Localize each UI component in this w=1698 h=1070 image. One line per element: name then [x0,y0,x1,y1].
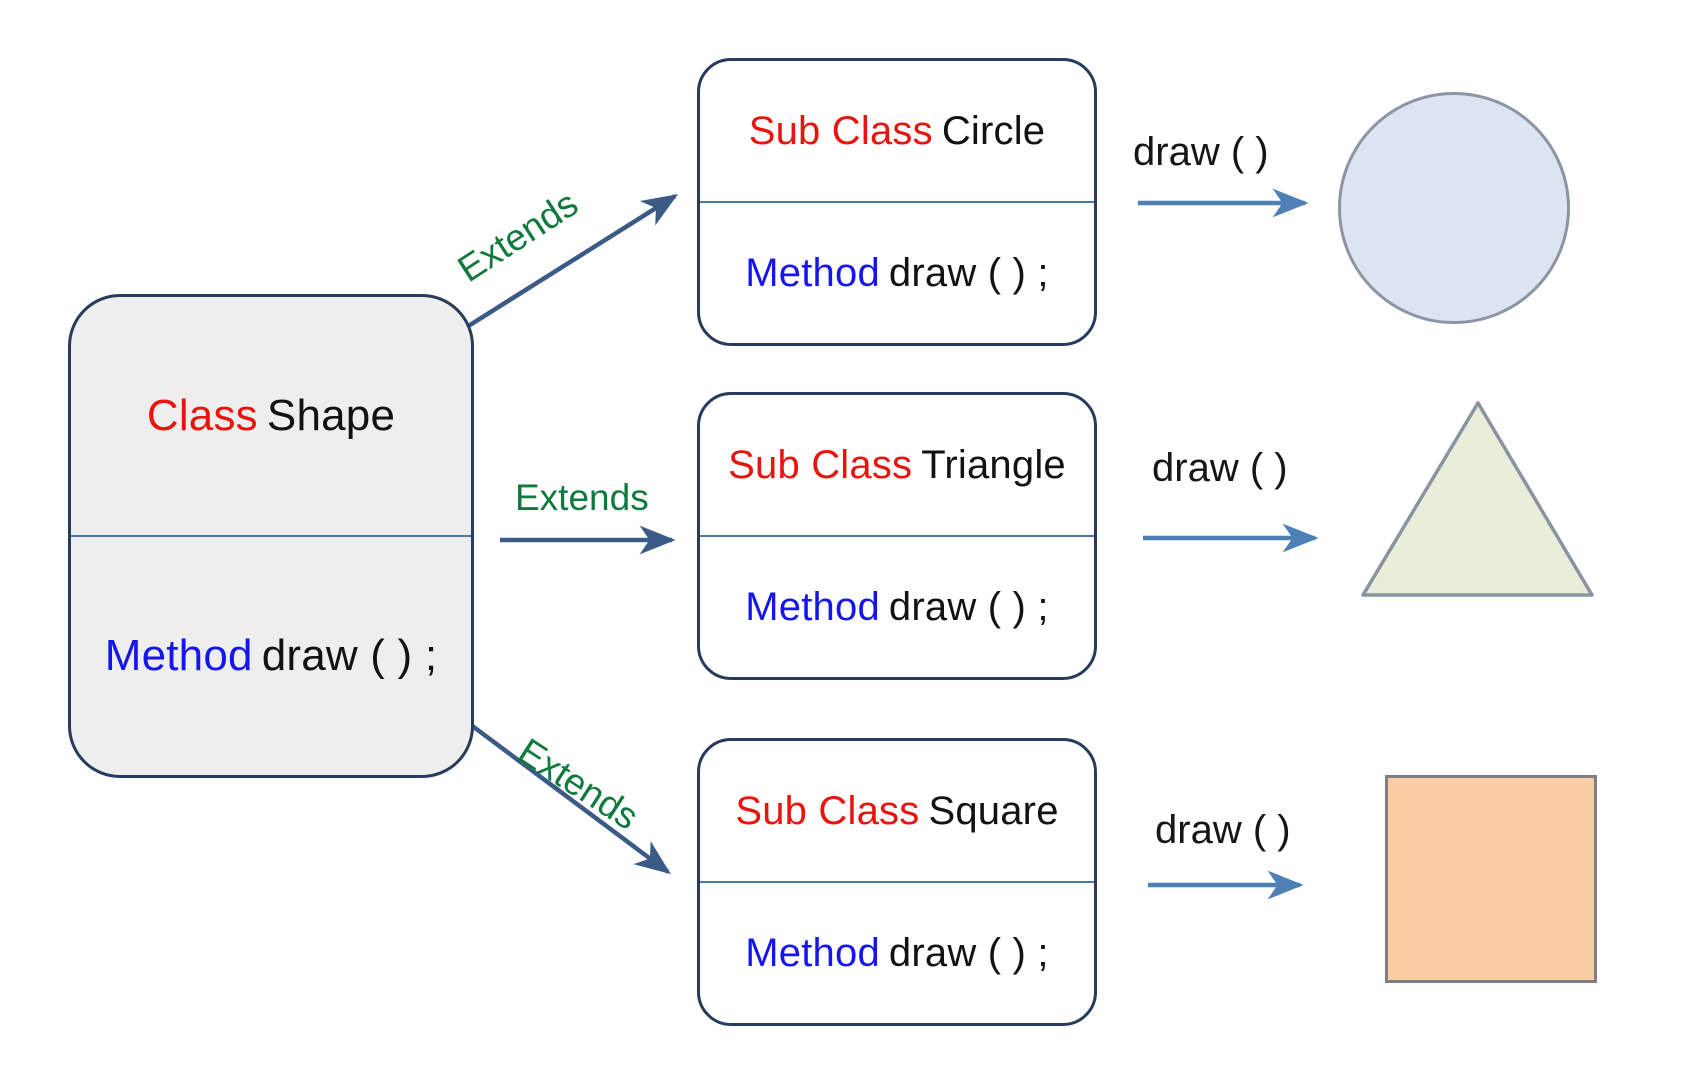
subclass-name: Triangle [921,442,1066,487]
method-signature: draw ( ) ; [888,250,1049,295]
draw-label-square: draw ( ) [1155,808,1291,852]
extends-arrow-circle [441,194,679,344]
extends-arrow-square [461,717,671,875]
subclass-name: Square [928,788,1059,833]
method-signature: draw ( ) ; [261,631,438,680]
extends-label-triangle: Extends [515,477,649,518]
draw-label-triangle: draw ( ) [1152,446,1288,490]
subclass-keyword: Sub Class [748,108,933,153]
draw-label-circle: draw ( ) [1133,130,1269,174]
method-signature: draw ( ) ; [888,584,1049,629]
subclass-keyword: Sub Class [735,788,920,833]
subclass-name: Circle [941,108,1046,153]
method-keyword: Method [745,250,880,295]
method-keyword: Method [745,930,880,975]
result-shape-triangle [1361,401,1594,597]
result-shape-circle [1338,92,1570,324]
method-keyword: Method [104,631,253,680]
method-keyword: Method [745,584,880,629]
class-name: Shape [266,391,396,440]
class-keyword: Class [146,391,258,440]
result-shape-square [1385,775,1597,983]
subclass-keyword: Sub Class [728,442,913,487]
method-signature: draw ( ) ; [888,930,1049,975]
